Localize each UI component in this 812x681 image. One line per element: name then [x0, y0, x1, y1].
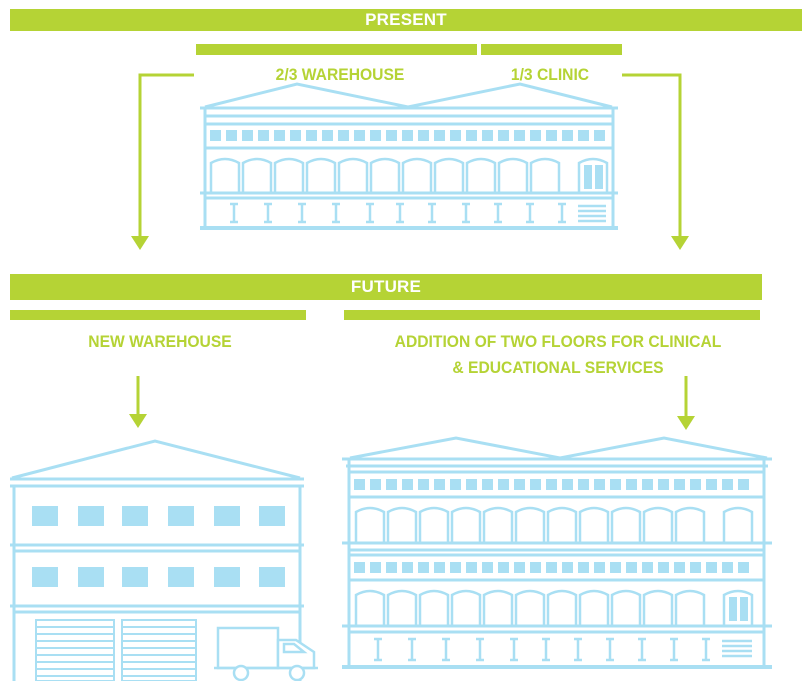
- delivery-truck-icon: [214, 626, 318, 681]
- right-arrowhead: [671, 236, 689, 250]
- expanded-arched-windows-lower: [354, 589, 754, 625]
- clinic-share-label: 1/3 CLINIC: [510, 65, 590, 84]
- present-columns: [230, 202, 606, 224]
- warehouse-share-bar: [196, 44, 477, 55]
- present-window-band: [210, 130, 605, 141]
- new-warehouse-building: [10, 439, 304, 681]
- future-title: FUTURE: [350, 277, 422, 296]
- new-warehouse-bar: [10, 310, 306, 320]
- expanded-clinic-door: [729, 597, 748, 621]
- new-warehouse-down-arrow: [129, 376, 147, 428]
- left-arrowhead: [131, 236, 149, 250]
- clinic-share-bar: [481, 44, 622, 55]
- present-arched-windows: [209, 157, 609, 192]
- addition-bar: [344, 310, 760, 320]
- expanded-arched-windows-upper: [354, 506, 754, 542]
- left-connector-arrow: [138, 73, 194, 238]
- expanded-window-band-upper: [354, 479, 749, 490]
- future-header-bar: [10, 274, 762, 300]
- present-title: PRESENT: [365, 10, 447, 29]
- present-building: [200, 82, 618, 230]
- addition-label-line2: & EDUCATIONAL SERVICES: [452, 358, 664, 377]
- new-warehouse-windows: [32, 506, 285, 587]
- present-clinic-door: [584, 165, 603, 189]
- warehouse-share-label: 2/3 WAREHOUSE: [275, 65, 405, 84]
- addition-label-line1: ADDITION OF TWO FLOORS FOR CLINICAL: [394, 332, 722, 351]
- expanded-window-band-lower: [354, 562, 749, 573]
- loading-dock-doors: [35, 619, 197, 681]
- right-connector-arrow: [622, 73, 682, 238]
- present-header-bar: [10, 9, 802, 31]
- expanded-building: [342, 436, 772, 669]
- addition-down-arrow: [677, 376, 695, 430]
- new-warehouse-label: NEW WAREHOUSE: [88, 332, 232, 351]
- expanded-columns: [374, 637, 752, 662]
